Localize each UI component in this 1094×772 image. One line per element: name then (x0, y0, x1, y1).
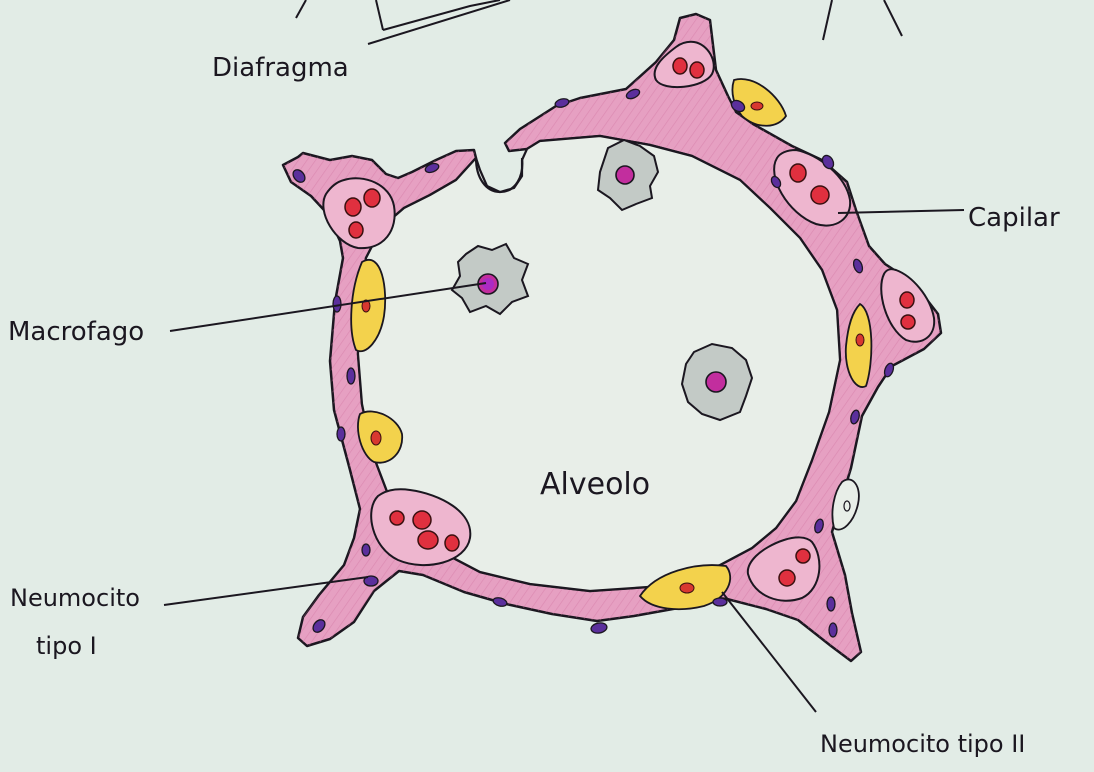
red-blood-cell (690, 62, 704, 78)
label-macrofago: Macrofago (8, 317, 144, 347)
label-neumocito-1-line2: tipo I (36, 632, 97, 660)
label-alveolo: Alveolo (540, 467, 650, 502)
red-blood-cell (900, 292, 914, 308)
red-blood-cell (418, 531, 438, 549)
red-blood-cell (811, 186, 829, 204)
red-blood-cell (390, 511, 404, 525)
red-blood-cell (779, 570, 795, 586)
red-blood-cell (413, 511, 431, 529)
red-blood-cell (790, 164, 806, 182)
red-blood-cell (349, 222, 363, 238)
red-blood-cell (901, 315, 915, 329)
label-neumocito-1-line1: Neumocito (10, 584, 140, 612)
label-neumocito-2: Neumocito tipo II (820, 730, 1025, 758)
red-blood-cell (345, 198, 361, 216)
red-blood-cell (796, 549, 810, 563)
label-capilar: Capilar (968, 203, 1060, 233)
red-blood-cell (364, 189, 380, 207)
red-blood-cell (445, 535, 459, 551)
label-diafragma: Diafragma (212, 53, 349, 83)
red-blood-cell (673, 58, 687, 74)
